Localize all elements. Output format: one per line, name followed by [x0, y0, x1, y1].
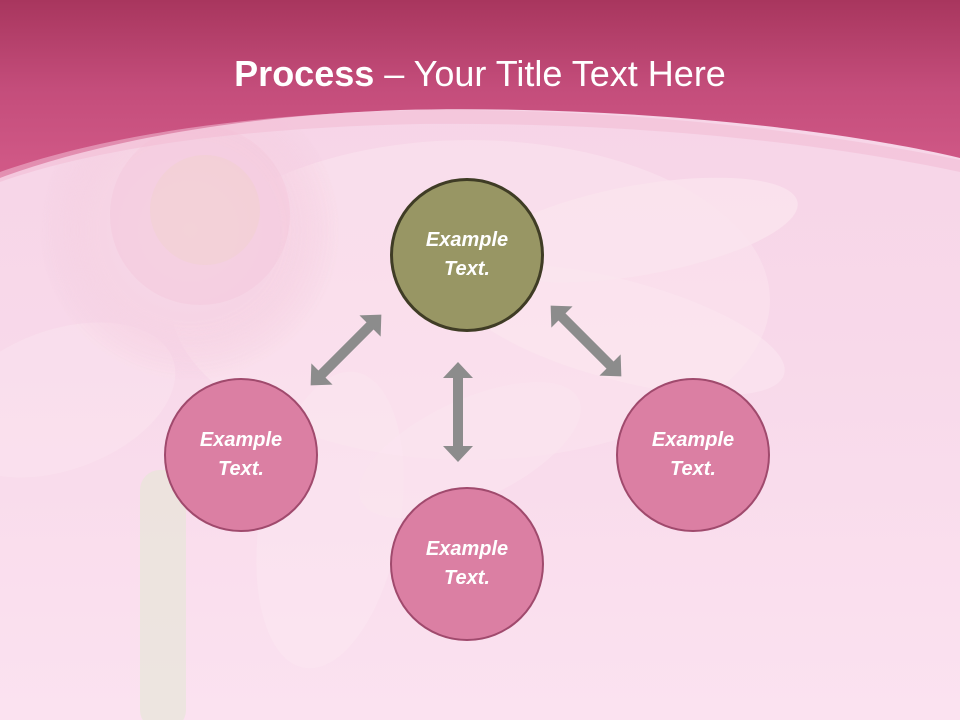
node-label: Example Text. [425, 538, 509, 589]
node-label: Example Text. [425, 229, 509, 280]
title-bold: Process [234, 53, 375, 94]
double-arrow-icon [443, 362, 473, 462]
double-arrow-icon [550, 305, 622, 377]
slide-title: Process – Your Title Text Here [0, 52, 960, 96]
node-label: Example Text. [199, 429, 283, 480]
process-node-left[interactable]: Example Text. [164, 378, 318, 532]
title-separator: – [374, 53, 414, 94]
process-node-bottom[interactable]: Example Text. [390, 487, 544, 641]
process-node-top[interactable]: Example Text. [390, 178, 544, 332]
title-rest: Your Title Text Here [413, 53, 726, 94]
node-label: Example Text. [651, 429, 735, 480]
flower-decoration [0, 80, 798, 720]
double-arrow-icon [310, 314, 382, 386]
process-node-right[interactable]: Example Text. [616, 378, 770, 532]
header-swoosh [0, 109, 960, 182]
header-band [0, 0, 960, 178]
